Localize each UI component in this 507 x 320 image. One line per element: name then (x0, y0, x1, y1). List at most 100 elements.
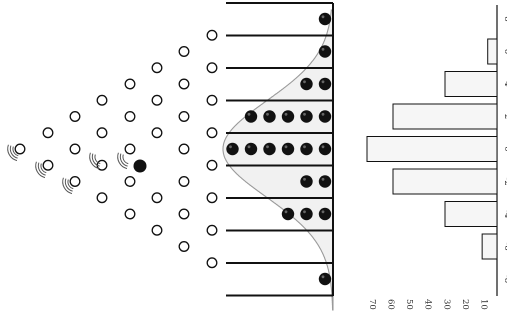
collected-ball (300, 110, 312, 122)
peg (207, 128, 217, 138)
peg (207, 258, 217, 268)
collected-ball (263, 143, 275, 155)
peg (207, 225, 217, 235)
collection-bins (223, 3, 333, 310)
peg (43, 128, 53, 138)
histogram-bar (445, 72, 497, 97)
histogram-bar (445, 202, 497, 227)
ball-highlight (303, 113, 306, 116)
y-tick-label: 8 (502, 16, 507, 21)
ball-highlight (322, 48, 325, 51)
y-tick-label: 2 (502, 114, 507, 119)
peg (70, 144, 80, 154)
y-tick-label: 0 (502, 146, 507, 151)
peg (179, 47, 189, 57)
peg (125, 112, 135, 122)
ball-highlight (285, 210, 288, 213)
ball-highlight (285, 113, 288, 116)
collected-ball (300, 208, 312, 220)
ball-highlight (303, 210, 306, 213)
peg (152, 95, 162, 105)
collected-ball (319, 45, 331, 57)
ball-highlight (285, 145, 288, 148)
ball-highlight (303, 145, 306, 148)
peg (152, 225, 162, 235)
y-tick-label: -6 (502, 242, 507, 250)
collected-ball (319, 175, 331, 187)
collected-ball (245, 110, 257, 122)
peg (179, 144, 189, 154)
peg (207, 193, 217, 203)
ball-highlight (303, 178, 306, 181)
distribution-curve (223, 10, 333, 310)
x-tick-label: 20 (460, 299, 470, 310)
peg (179, 112, 189, 122)
peg (207, 160, 217, 170)
collected-ball (282, 110, 294, 122)
collected-ball (319, 143, 331, 155)
collected-ball (300, 78, 312, 90)
peg (70, 112, 80, 122)
ball-highlight (248, 113, 251, 116)
collected-ball (263, 110, 275, 122)
motion-arc (123, 155, 128, 164)
ball-highlight (266, 113, 269, 116)
peg (43, 160, 53, 170)
ball-highlight (322, 178, 325, 181)
peg (125, 209, 135, 219)
ball-highlight (229, 145, 232, 148)
collected-ball (282, 208, 294, 220)
collected-ball (319, 110, 331, 122)
y-tick-label: 4 (502, 81, 507, 86)
y-tick-label: -4 (502, 210, 507, 218)
peg (152, 128, 162, 138)
histogram-bar (393, 169, 497, 194)
histogram-bar (393, 104, 497, 129)
peg (15, 144, 25, 154)
ball-highlight (266, 145, 269, 148)
peg (97, 193, 107, 203)
peg (97, 128, 107, 138)
peg (207, 95, 217, 105)
peg (179, 177, 189, 187)
histogram-bar (482, 234, 497, 259)
motion-arc (118, 153, 127, 169)
ball-highlight (322, 113, 325, 116)
peg (97, 95, 107, 105)
ball-highlight (303, 80, 306, 83)
peg (179, 79, 189, 89)
x-tick-label: 40 (423, 299, 433, 310)
peg-field (15, 30, 217, 267)
collected-ball (319, 273, 331, 285)
peg (125, 177, 135, 187)
ball-highlight (322, 15, 325, 18)
x-tick-label: 70 (367, 299, 377, 310)
collected-ball (226, 143, 238, 155)
collected-ball (319, 78, 331, 90)
ball-highlight (322, 80, 325, 83)
peg (207, 30, 217, 40)
motion-marks (8, 145, 129, 194)
histogram-bar (488, 39, 497, 64)
collected-ball (245, 143, 257, 155)
y-tick-label: 6 (502, 49, 507, 54)
ball-highlight (322, 145, 325, 148)
ball-highlight (322, 275, 325, 278)
peg (179, 242, 189, 252)
x-tick-label: 50 (404, 299, 414, 310)
peg (125, 79, 135, 89)
ball-highlight (322, 210, 325, 213)
collected-ball (282, 143, 294, 155)
peg (207, 63, 217, 73)
x-tick-label: 60 (386, 299, 396, 310)
ball-highlight (248, 145, 251, 148)
x-tick-label: 30 (441, 299, 451, 310)
peg (70, 177, 80, 187)
peg (152, 193, 162, 203)
peg (152, 63, 162, 73)
falling-ball (134, 160, 147, 173)
collected-ball (319, 208, 331, 220)
x-tick-label: 10 (478, 299, 488, 310)
